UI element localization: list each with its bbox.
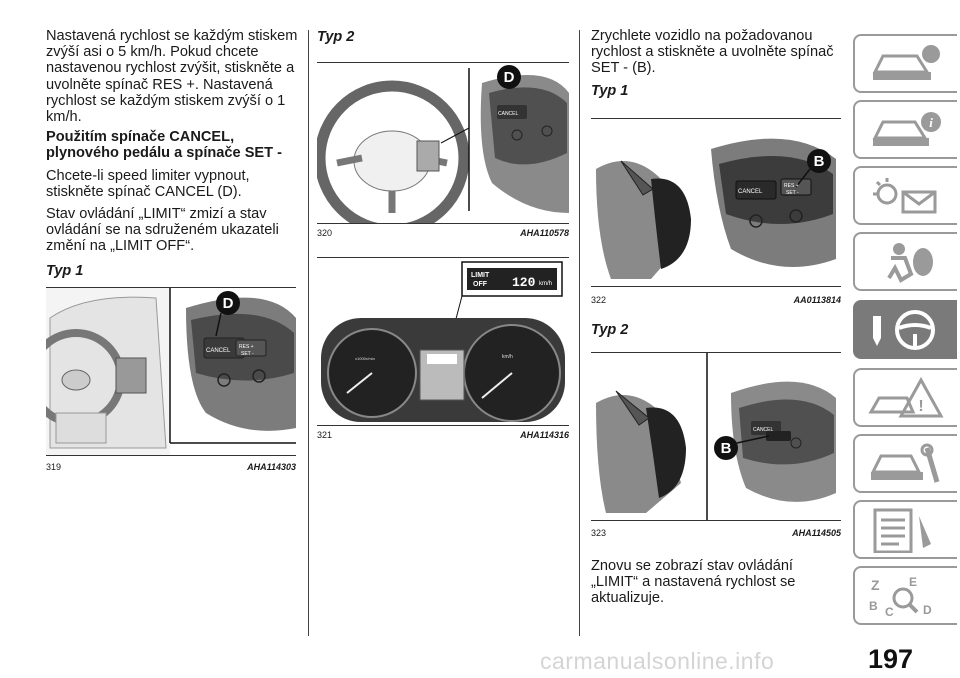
car-wrench-icon — [870, 443, 940, 483]
svg-text:D: D — [923, 603, 932, 617]
column-3: Zrychlete vozidlo na požadovanou rychlos… — [591, 28, 841, 99]
callout-badge-b: B — [814, 153, 825, 170]
steering-wheel-illustration: D CANCEL — [317, 63, 569, 223]
type-label: Typ 2 — [591, 322, 629, 338]
watermark: carmanualsonline.info — [540, 648, 775, 674]
svg-text:C: C — [885, 605, 894, 619]
res-label: RES + — [784, 183, 799, 189]
car-i-icon: i — [872, 112, 941, 146]
figure-number: 320 — [317, 228, 333, 238]
figure-code: AHA114505 — [792, 528, 841, 538]
paragraph: Zrychlete vozidlo na požadovanou rychlos… — [591, 28, 834, 77]
figure-number: 323 — [591, 528, 607, 538]
side-tab-car-i[interactable]: i — [853, 100, 957, 159]
figure-320: D CANCEL — [317, 62, 569, 224]
figure-code: AA0113814 — [793, 295, 841, 305]
callout-badge-d: D — [504, 69, 515, 86]
warning-triangle-icon: ! — [868, 376, 944, 418]
svg-text:!: ! — [918, 398, 923, 415]
page-number: 197 — [868, 644, 914, 674]
figure-number: 319 — [46, 462, 62, 472]
figure-number: 321 — [317, 430, 333, 440]
column-divider-2 — [579, 30, 580, 636]
figure-code: AHA114316 — [520, 430, 569, 440]
steering-wheel-key-icon — [873, 310, 935, 350]
limit-label: LIMIT — [471, 272, 490, 279]
list-icon — [873, 508, 931, 553]
paragraph: Nastavená rychlost se každým stiskem zvý… — [46, 28, 298, 126]
warning-light-icon — [873, 178, 937, 214]
alphabet-index-icon: Z E B C D — [869, 575, 932, 619]
cancel-label: CANCEL — [498, 111, 519, 117]
figure-code: AHA114303 — [247, 462, 296, 472]
side-tab-airbag[interactable] — [853, 232, 957, 291]
figure-323: B CANCEL — [591, 352, 841, 521]
instrument-cluster-illustration: LIMIT OFF 120 km/h x1000r/min km/h — [317, 258, 569, 425]
svg-text:Z: Z — [871, 577, 880, 593]
paragraph: Chcete-li speed limiter vypnout, stiskně… — [46, 167, 250, 200]
side-tab-car-info[interactable] — [853, 34, 957, 93]
figure-322: B CANCEL RES + SET - — [591, 118, 841, 287]
cancel-label: CANCEL — [753, 427, 774, 433]
paragraph: Znovu se zobrazí stav ovládání „LIMIT“ a… — [591, 558, 796, 607]
type-label: Typ 1 — [591, 82, 629, 99]
svg-text:E: E — [909, 575, 917, 589]
side-tab-alphabet-index[interactable]: Z E B C D — [853, 566, 957, 625]
side-tab-steering-wheel[interactable] — [853, 300, 957, 359]
steering-switch-illustration: B CANCEL RES + SET - — [591, 119, 841, 286]
speed-unit: km/h — [539, 281, 552, 287]
res-label: RES + — [239, 344, 254, 350]
figure-319: D CANCEL RES + SET - — [46, 287, 296, 456]
steering-switch-illustration: B CANCEL — [591, 353, 841, 520]
kmh-label: km/h — [502, 354, 513, 360]
cancel-label: CANCEL — [738, 189, 763, 195]
type-label: Typ 2 — [317, 29, 355, 45]
car-info-icon — [872, 45, 940, 80]
svg-text:B: B — [869, 599, 878, 613]
airbag-icon — [887, 243, 933, 283]
off-label: OFF — [473, 281, 488, 288]
steering-wheel-illustration: D CANCEL RES + SET - — [46, 288, 296, 455]
cancel-label: CANCEL — [206, 348, 231, 354]
side-tab-list[interactable] — [853, 500, 957, 559]
set-label: SET - — [786, 190, 799, 196]
column-1: Nastavená rychlost se každým stiskem zvý… — [46, 28, 300, 279]
column-divider-1 — [308, 30, 309, 636]
figure-321: LIMIT OFF 120 km/h x1000r/min km/h — [317, 257, 569, 426]
callout-badge-d: D — [223, 295, 234, 312]
speed-value: 120 — [512, 275, 536, 290]
side-tab-warning-light[interactable] — [853, 166, 957, 225]
svg-text:i: i — [929, 115, 933, 130]
section-heading: Použitím spínače CANCEL, plynového pedál… — [46, 129, 282, 162]
side-tab-warning-triangle[interactable]: ! — [853, 368, 957, 427]
rpm-label: x1000r/min — [355, 356, 375, 361]
type-label: Typ 1 — [46, 262, 84, 279]
paragraph: Stav ovládání „LIMIT“ zmizí a stav ovlád… — [46, 206, 279, 255]
figure-number: 322 — [591, 295, 607, 305]
callout-badge-b: B — [721, 440, 732, 457]
figure-code: AHA110578 — [520, 228, 569, 238]
set-label: SET - — [241, 351, 254, 357]
side-tab-car-wrench[interactable] — [853, 434, 957, 493]
